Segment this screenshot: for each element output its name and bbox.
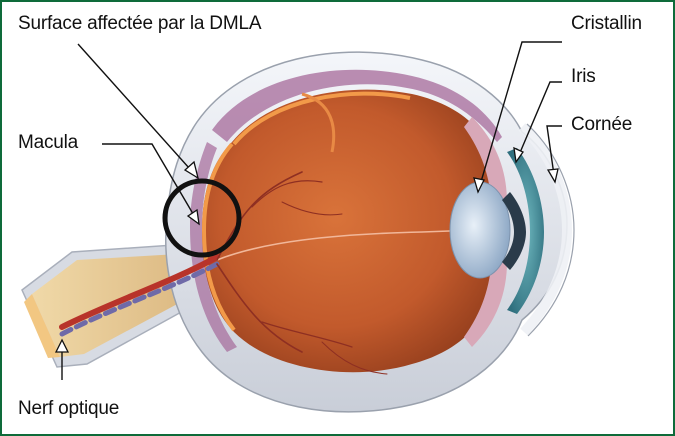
lens-shape xyxy=(450,182,510,278)
label-optic-nerve: Nerf optique xyxy=(18,398,119,420)
label-cornea: Cornée xyxy=(571,114,632,136)
label-dmla-area: Surface affectée par la DMLA xyxy=(18,13,261,35)
label-iris: Iris xyxy=(571,66,596,88)
label-lens: Cristallin xyxy=(571,13,642,35)
label-macula: Macula xyxy=(18,132,78,154)
